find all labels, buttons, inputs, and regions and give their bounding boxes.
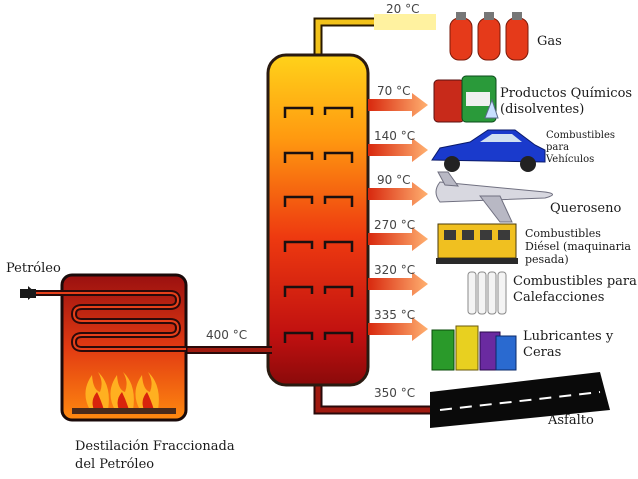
arrow-320 (368, 272, 428, 296)
product-label-chemicals: Productos Químicos (disolventes) (500, 86, 632, 118)
arrow-335 (368, 317, 428, 341)
label-line: Calefacciones (513, 290, 605, 305)
label-line: Asfalto (548, 413, 594, 428)
gas-outlet (374, 14, 436, 30)
label-line: (disolventes) (500, 102, 585, 117)
train-icon (436, 223, 518, 264)
label-line: Diésel (maquinaria (525, 240, 631, 253)
label-line: pesada) (525, 253, 569, 266)
road-icon (430, 372, 610, 428)
product-label-lubricants: Lubricantes y Ceras (523, 329, 613, 361)
temp-label-vehicle-fuel: 140 °C (374, 129, 416, 143)
input-label: Petróleo (6, 261, 61, 276)
column-trays (283, 106, 354, 343)
temp-label-diesel: 270 °C (374, 218, 416, 232)
temp-label-asphalt: 350 °C (374, 386, 416, 400)
product-label-heating: Combustibles para Calefacciones (513, 274, 637, 306)
product-label-kerosene: Queroseno (550, 201, 621, 217)
product-label-gas: Gas (537, 34, 562, 50)
label-line: Lubricantes y (523, 329, 614, 344)
diagram-title: Destilación Fraccionada del Petróleo (75, 438, 235, 474)
temp-label-gas: 20 °C (386, 2, 420, 16)
gas-cylinders-icon (449, 12, 529, 61)
arrow-90 (368, 182, 428, 206)
distillation-column (266, 53, 370, 387)
temp-label-kerosene: 90 °C (377, 173, 411, 187)
arrow-70 (368, 93, 428, 117)
product-label-vehicle-fuel: Combustibles para Vehículos (546, 130, 615, 166)
temp-label-lubricants: 335 °C (374, 308, 416, 322)
product-label-asphalt: Asfalto (548, 413, 594, 429)
label-line: Productos Químicos (500, 86, 633, 101)
arrow-270 (368, 227, 428, 251)
temp-label-furnace: 400 °C (206, 328, 248, 342)
radiator-icon (467, 271, 507, 315)
label-line: Gas (537, 34, 562, 49)
label-line: Vehículos (546, 154, 595, 165)
title-line: del Petróleo (75, 457, 155, 472)
airplane-icon (435, 171, 553, 223)
chemical-drums-icon (433, 75, 499, 123)
label-line: Combustibles (546, 130, 615, 141)
car-icon (431, 129, 546, 172)
inlet-arrow (28, 286, 36, 300)
burner-flames-icon (72, 372, 176, 414)
label-line: Combustibles (525, 227, 601, 240)
label-line: Combustibles para (513, 274, 637, 289)
lubricant-bottles-icon (431, 325, 517, 371)
product-label-diesel: Combustibles Diésel (maquinaria pesada) (525, 227, 631, 266)
title-line: Destilación Fraccionada (75, 439, 235, 454)
label-line: Queroseno (550, 201, 622, 216)
output-arrows (368, 93, 428, 341)
arrow-140 (368, 138, 428, 162)
label-line: para (546, 142, 570, 153)
temp-label-heating: 320 °C (374, 263, 416, 277)
temp-label-chemicals: 70 °C (377, 84, 411, 98)
label-line: Ceras (523, 345, 562, 360)
